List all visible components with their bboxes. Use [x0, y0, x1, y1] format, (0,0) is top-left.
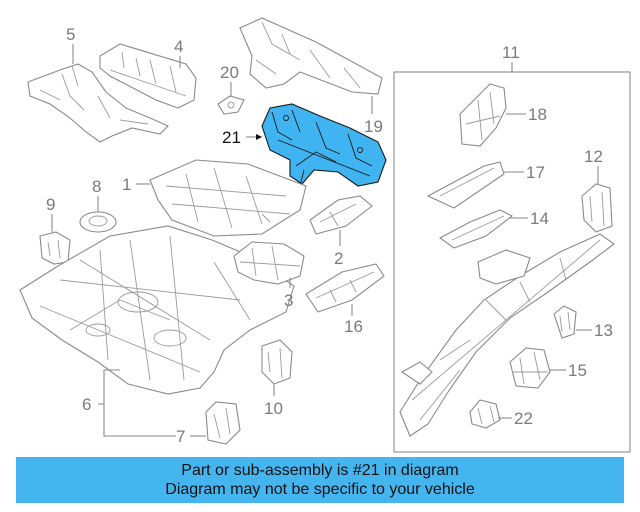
callout-21[interactable]: 21: [222, 128, 241, 147]
callout-12[interactable]: 12: [584, 147, 603, 166]
part-18-bracket[interactable]: [459, 83, 507, 147]
banner-line-1: Part or sub-assembly is #21 in diagram: [181, 462, 459, 479]
callout-6[interactable]: 6: [82, 395, 91, 414]
part-20-clip[interactable]: [217, 95, 245, 115]
callout-13[interactable]: 13: [594, 321, 613, 340]
part-21-highlighted-crossmember[interactable]: [261, 103, 387, 187]
banner-line-2: Diagram may not be specific to your vehi…: [165, 481, 475, 498]
part-4-bracket[interactable]: [99, 43, 197, 109]
callout-4[interactable]: 4: [174, 37, 183, 56]
part-15-bracket[interactable]: [509, 347, 551, 389]
callout-3[interactable]: 3: [284, 291, 293, 310]
callout-9[interactable]: 9: [46, 195, 55, 214]
callout-16[interactable]: 16: [344, 317, 363, 336]
leader-21-arrowhead: [256, 134, 262, 140]
callout-20[interactable]: 20: [220, 63, 239, 82]
callout-17[interactable]: 17: [526, 163, 545, 182]
callout-8[interactable]: 8: [92, 177, 101, 196]
callout-7[interactable]: 7: [176, 427, 185, 446]
parts-diagram: 5 4 20 19 21 1 8: [19, 17, 631, 453]
part-1-spare-tire-pan[interactable]: [149, 159, 307, 237]
callout-10[interactable]: 10: [264, 399, 283, 418]
callout-19[interactable]: 19: [364, 117, 383, 136]
part-2-rail[interactable]: [309, 195, 373, 235]
part-floor-pan[interactable]: [19, 225, 295, 395]
part-3-mount[interactable]: [233, 241, 305, 285]
callout-22[interactable]: 22: [514, 409, 533, 428]
info-banner: Part or sub-assembly is #21 in diagram D…: [16, 457, 624, 503]
part-8-grommet[interactable]: [79, 211, 117, 233]
part-side-member-assembly[interactable]: [399, 233, 615, 437]
part-9-bracket[interactable]: [39, 231, 71, 265]
part-22-bracket[interactable]: [469, 399, 501, 429]
part-13-bracket[interactable]: [553, 305, 577, 339]
callout-1[interactable]: 1: [122, 175, 131, 194]
callout-14[interactable]: 14: [530, 209, 549, 228]
callout-2[interactable]: 2: [334, 249, 343, 268]
part-5-rear-crossmember[interactable]: [27, 63, 169, 143]
part-16-reinforcement[interactable]: [305, 263, 385, 313]
part-7-bracket[interactable]: [205, 401, 241, 445]
part-12-bracket[interactable]: [581, 183, 613, 233]
callout-18[interactable]: 18: [528, 105, 547, 124]
part-19-upper-frame[interactable]: [239, 17, 383, 95]
part-14-reinforcement[interactable]: [438, 209, 514, 249]
part-10-bracket[interactable]: [261, 339, 293, 385]
leader-6: [98, 369, 176, 437]
callout-5[interactable]: 5: [66, 25, 75, 44]
callout-11[interactable]: 11: [502, 43, 520, 62]
part-17-rail[interactable]: [426, 161, 505, 209]
callout-15[interactable]: 15: [568, 361, 587, 380]
